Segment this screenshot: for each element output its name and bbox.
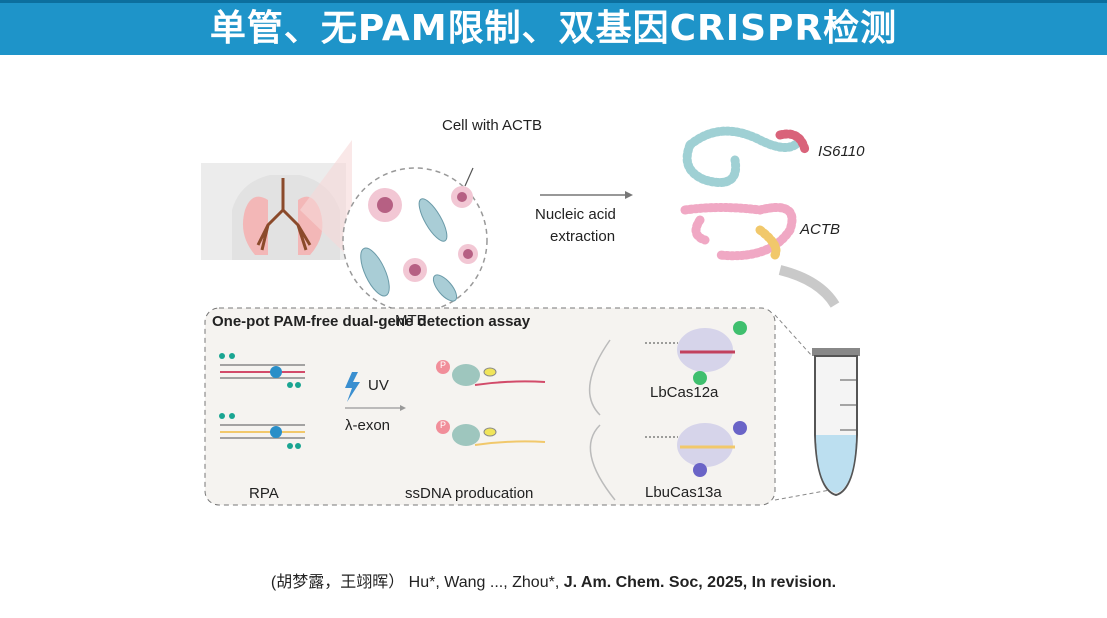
gene-actb-label: ACTB <box>800 221 841 238</box>
p-mark-2: P <box>440 420 447 430</box>
actb-strand <box>680 203 797 261</box>
lbcas12a-illustration <box>645 321 747 385</box>
exon-label: λ-exon <box>345 417 391 434</box>
lbcas12a-label: LbCas12a <box>650 384 719 401</box>
citation-authors-cn: (胡梦露，王翊晖） <box>270 574 405 591</box>
detection-diagram: Cell with ACTB MTB Nucleic acid extracti… <box>0 60 1107 550</box>
uv-label: UV <box>368 377 389 394</box>
p-mark-1: P <box>440 360 447 370</box>
diagram-svg <box>201 126 860 506</box>
cell-label: Cell with ACTB <box>442 117 543 134</box>
patient-lungs-illustration <box>201 140 352 260</box>
mtb-label: MTB <box>395 312 427 329</box>
mtb-cell-circle <box>342 167 488 313</box>
lbucas13a-label: LbuCas13a <box>645 484 722 501</box>
gene-is6110-label: IS6110 <box>818 143 865 160</box>
rpa-label: RPA <box>249 485 279 502</box>
rpa-strands <box>219 353 305 449</box>
lbucas13a-illustration <box>645 421 747 477</box>
citation-authors: Hu*, Wang ..., Zhou*, <box>408 574 560 591</box>
to-tube-arrow <box>778 265 840 308</box>
ssdna-label: ssDNA producation <box>405 485 534 502</box>
citation: (胡梦露，王翊晖） Hu*, Wang ..., Zhou*, J. Am. C… <box>0 568 1107 592</box>
is6110-strand <box>682 126 810 187</box>
reaction-tube <box>812 348 860 497</box>
extraction-label-2: extraction <box>550 228 616 245</box>
assay-box <box>204 307 776 506</box>
citation-journal: J. Am. Chem. Soc, 2025, In revision. <box>563 574 837 591</box>
exonuclease-illustration <box>436 360 546 446</box>
title-bar: 单管、无PAM限制、双基因CRISPR检测 <box>0 0 1107 55</box>
extraction-label-1: Nucleic acid <box>535 206 616 223</box>
slide-title: 单管、无PAM限制、双基因CRISPR检测 <box>209 8 898 49</box>
uv-bolt-icon <box>345 372 360 402</box>
assay-title: One-pot PAM-free dual-gene detection ass… <box>212 313 531 330</box>
